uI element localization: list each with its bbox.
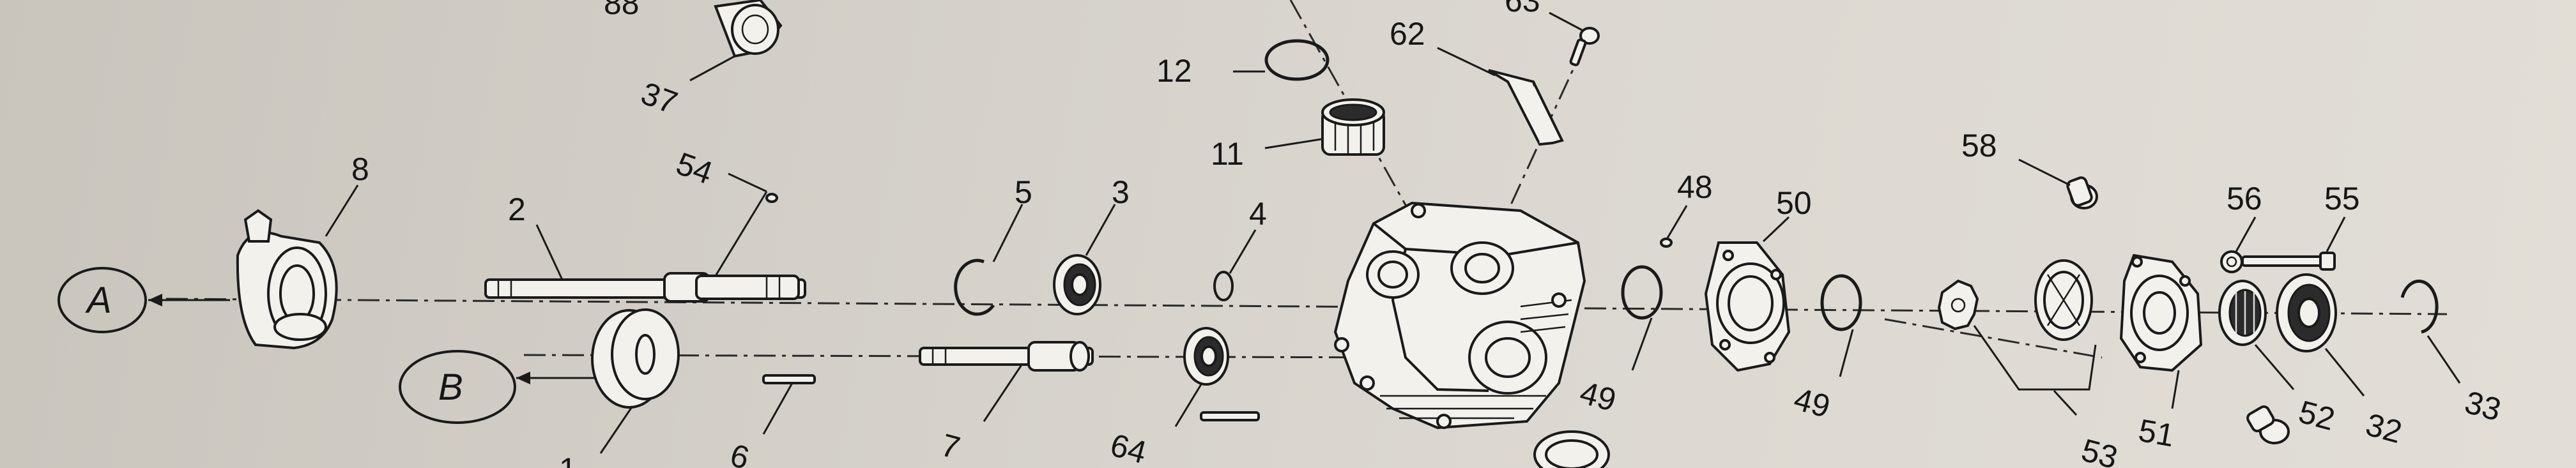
part-2-shaft — [484, 224, 806, 303]
label-33: 33 — [2461, 384, 2504, 428]
part-12-o-ring — [1233, 39, 1330, 81]
part-49-o-ring-1 — [1621, 265, 1663, 371]
part-53-gear-set — [1937, 259, 2097, 416]
part-bottom-plug — [2246, 405, 2290, 444]
part-7-shaft — [919, 341, 1094, 422]
part-4-o-ring — [1213, 229, 1257, 301]
gearbox-housing — [1333, 201, 1586, 430]
part-64-bearing — [1174, 327, 1260, 427]
part-55-bolt — [2241, 216, 2346, 271]
label-56: 56 — [2227, 181, 2262, 216]
label-53: 53 — [2078, 432, 2121, 468]
part-1-disk — [591, 308, 680, 454]
part-3-bearing — [1053, 204, 1116, 315]
label-54: 54 — [671, 146, 717, 192]
side-axis-line — [1884, 318, 2103, 359]
upper-axis-line — [165, 298, 2448, 315]
part-52-bearing — [2218, 280, 2295, 390]
pin-axis-line — [1475, 44, 1586, 282]
part-8-gear-housing — [236, 185, 359, 350]
callout-a-label: A — [85, 280, 112, 321]
label-52: 52 — [2295, 394, 2338, 437]
label-5: 5 — [1015, 174, 1032, 210]
part-32-bearing — [2276, 273, 2365, 396]
label-7: 7 — [937, 427, 963, 466]
part-49-o-ring-2 — [1820, 274, 1862, 377]
label-11: 11 — [1211, 136, 1244, 172]
label-1: 1 — [559, 451, 577, 468]
part-6-pin — [762, 374, 816, 435]
label-48: 48 — [1677, 169, 1713, 205]
part-54-pin — [714, 172, 778, 276]
label-64: 64 — [1107, 427, 1150, 468]
callout-b: B — [399, 350, 601, 424]
part-50-cover-plate — [1704, 216, 1791, 372]
label-4: 4 — [1249, 196, 1267, 232]
part-62-bracket — [1437, 47, 1564, 146]
label-3: 3 — [1112, 174, 1130, 210]
label-12: 12 — [1156, 53, 1192, 89]
part-48-pin — [1660, 205, 1688, 248]
part-58-screw — [2018, 158, 2098, 209]
label-49-1: 49 — [1576, 375, 1620, 418]
label-49-2: 49 — [1790, 381, 1834, 425]
callout-b-label: B — [438, 366, 463, 408]
part-bottom-ring — [1533, 430, 1610, 468]
label-37: 37 — [636, 75, 682, 121]
part-37-bushing — [689, 0, 783, 82]
part-51-pump-housing — [2119, 253, 2203, 409]
label-50: 50 — [1776, 185, 1812, 221]
label-88: 88 — [604, 0, 640, 21]
part-5-snap-ring — [954, 204, 1023, 316]
label-58: 58 — [1961, 128, 1997, 163]
label-62: 62 — [1390, 16, 1425, 52]
part-63-screw — [1549, 11, 1600, 66]
label-32: 32 — [2362, 407, 2405, 450]
label-6: 6 — [726, 437, 753, 468]
callout-a: A — [57, 267, 230, 333]
label-51: 51 — [2136, 412, 2177, 454]
label-8: 8 — [351, 151, 369, 187]
part-33-snap-ring — [2400, 279, 2461, 384]
part-11-needle-bearing — [1264, 98, 1385, 156]
label-63: 63 — [1505, 0, 1540, 19]
label-55: 55 — [2324, 181, 2360, 216]
label-2: 2 — [508, 192, 526, 227]
